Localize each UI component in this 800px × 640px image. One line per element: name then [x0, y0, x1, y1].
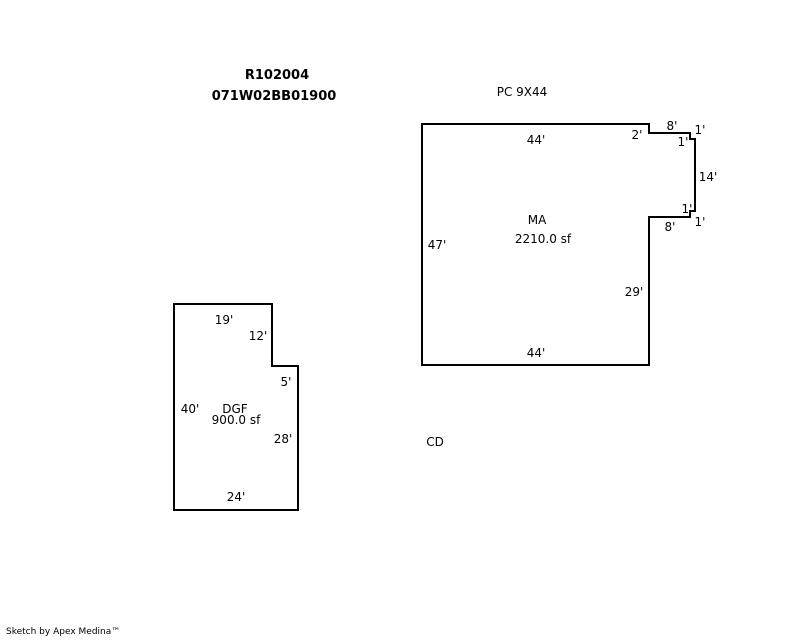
parcel-id: R102004 [245, 68, 309, 83]
main-dim-step-1-bot-a: 1' [682, 202, 693, 216]
main-dim-left: 47' [428, 238, 447, 252]
main-area-size: 2210.0 sf [515, 232, 572, 246]
garage-dim-top: 19' [215, 313, 234, 327]
cd-label: CD [426, 435, 444, 449]
main-dim-right-lower: 29' [625, 285, 644, 299]
main-area-code: MA [528, 213, 547, 227]
sketch-credit: Sketch by Apex Medina™ [6, 627, 121, 637]
main-dim-bottom: 44' [527, 346, 546, 360]
pc-label: PC 9X44 [497, 85, 548, 99]
garage-code: DGF [222, 402, 248, 416]
garage-size: 900.0 sf [212, 413, 261, 427]
map-number: 071W02BB01900 [212, 89, 337, 104]
main-dim-step-1-top-b: 1' [678, 135, 689, 149]
main-dim-step-1-bot-b: 1' [695, 215, 706, 229]
garage-dim-bottom: 24' [227, 490, 246, 504]
main-area-outline [421, 123, 696, 366]
garage-dim-right: 28' [274, 432, 293, 446]
main-dim-right-14: 14' [699, 170, 718, 184]
garage-dim-left: 40' [181, 402, 200, 416]
main-dim-top: 44' [527, 133, 546, 147]
main-dim-step-8-top: 8' [667, 119, 678, 133]
garage-dim-notch-horizontal: 5' [281, 375, 292, 389]
garage-outline [173, 303, 299, 511]
main-dim-step-2: 2' [632, 128, 643, 142]
main-dim-step-1-top-a: 1' [695, 123, 706, 137]
garage-dim-notch-vertical: 12' [249, 329, 268, 343]
main-dim-step-8-bot: 8' [665, 220, 676, 234]
